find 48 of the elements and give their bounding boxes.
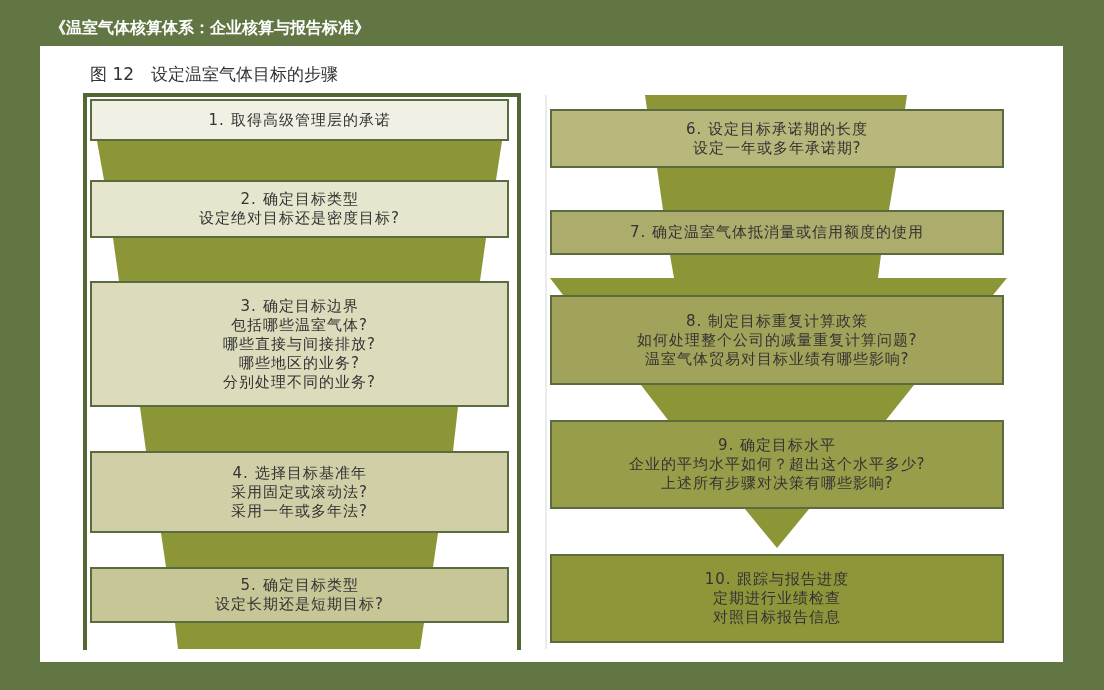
- step-box: [90, 99, 509, 141]
- funnel-band: [641, 385, 914, 420]
- step-question: 分别处理不同的业务?: [223, 372, 376, 392]
- step-title: 9. 确定目标水平: [717, 436, 837, 455]
- step-question: 定期进行业绩检查: [713, 589, 841, 608]
- step-title: 5. 确定目标类型: [240, 576, 359, 595]
- funnel-band: [550, 255, 1007, 295]
- step-question: 包括哪些温室气体?: [231, 315, 368, 335]
- step-question: 对照目标报告信息: [713, 608, 841, 627]
- funnel-band: [657, 168, 896, 210]
- step-title: 4. 选择目标基准年: [232, 463, 367, 483]
- group-frame: [83, 93, 521, 650]
- step-question: 企业的平均水平如何？超出这个水平多少?: [628, 455, 926, 474]
- step-question: 设定绝对目标还是密度目标?: [199, 209, 400, 228]
- funnel-band: [113, 238, 486, 281]
- step-title: 2. 确定目标类型: [240, 190, 359, 209]
- step-question: 哪些地区的业务?: [239, 353, 360, 373]
- step-title: 1. 取得高级管理层的承诺: [208, 110, 391, 130]
- step-title: 7. 确定温室气体抵消量或信用额度的使用: [629, 223, 925, 242]
- step-question: 上述所有步骤对决策有哪些影响?: [660, 474, 894, 493]
- funnel-band: [645, 95, 907, 109]
- step-box: [550, 109, 1004, 168]
- step-box: [550, 420, 1004, 509]
- step-title: 8. 制定目标重复计算政策: [685, 311, 869, 331]
- step-box: [550, 210, 1004, 255]
- step-question: 如何处理整个公司的减量重复计算问题?: [636, 330, 918, 350]
- step-box: [90, 180, 509, 238]
- step-question: 温室气体贸易对目标业绩有哪些影响?: [644, 349, 910, 369]
- step-question: 采用一年或多年法?: [231, 501, 368, 521]
- step-question: 设定长期还是短期目标?: [215, 595, 384, 614]
- funnel-band: [161, 533, 438, 567]
- step-title: 6. 设定目标承诺期的长度: [685, 119, 869, 139]
- step-box: [550, 295, 1004, 385]
- arrow: [745, 509, 809, 548]
- step-title: 10. 跟踪与报告进度: [704, 570, 850, 589]
- step-box: [90, 281, 509, 407]
- figure-title: 图 12 设定温室气体目标的步骤: [90, 63, 339, 85]
- step-question: 采用固定或滚动法?: [231, 482, 368, 502]
- funnel-band: [140, 407, 458, 451]
- funnel-band: [175, 623, 424, 649]
- step-question: 哪些直接与间接排放?: [223, 334, 376, 354]
- step-question: 设定一年或多年承诺期?: [692, 138, 862, 158]
- step-box: [90, 451, 509, 533]
- document-title: 《温室气体核算体系：企业核算与报告标准》: [50, 17, 370, 39]
- step-box: [550, 554, 1004, 643]
- step-box: [90, 567, 509, 623]
- step-title: 3. 确定目标边界: [240, 296, 359, 316]
- funnel-band: [97, 141, 502, 180]
